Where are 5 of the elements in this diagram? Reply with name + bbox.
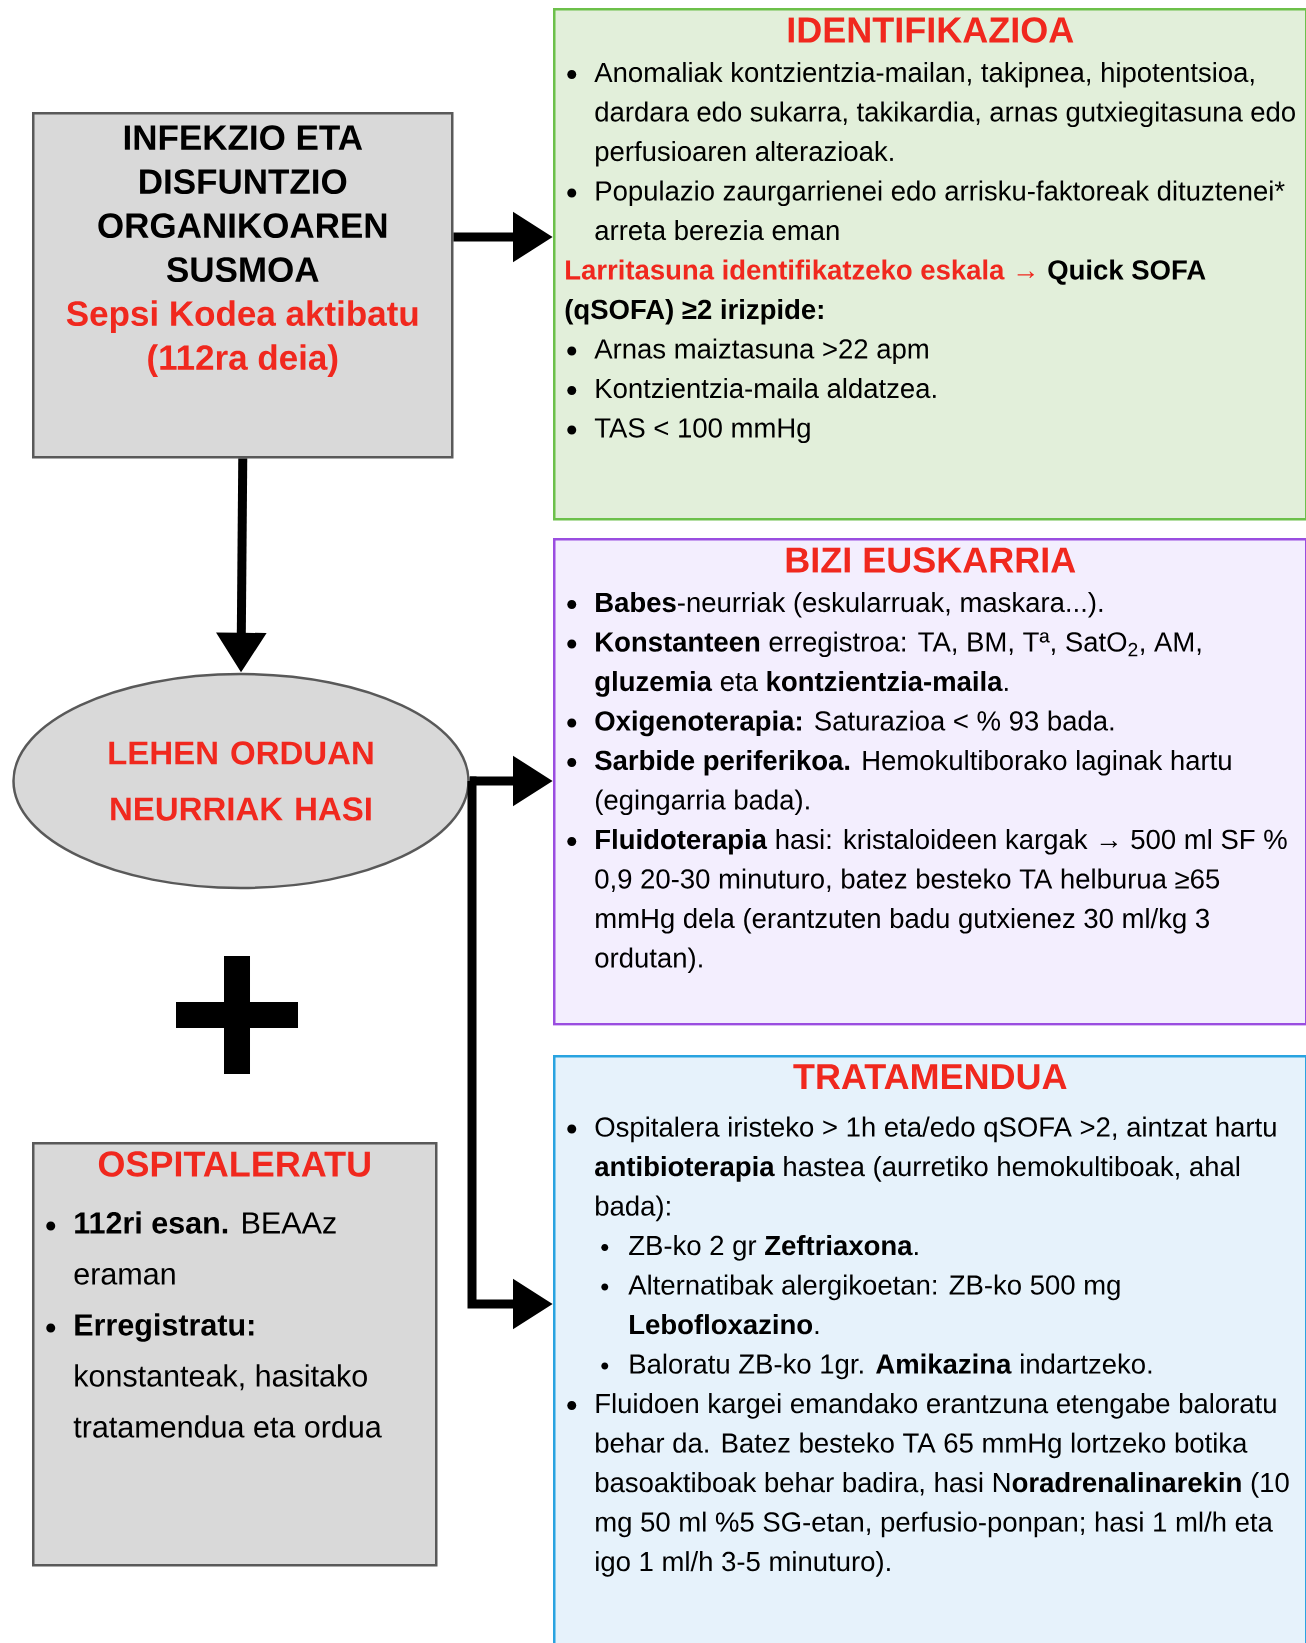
text-box: IDENTIFIKAZIOA Anomaliak kontzientzia-mailan, takipnea, hipotentsioa, dardara edo sukarra, takikardia, arnas gutxiegitasuna edo perfusioaren alterazioak. Populazio zaurgarrienei edo arrisku-faktoreak dituztenei* arreta berezia eman Larritasuna identifikatzeko eskala → Quick SOFA (qSOFA) ≥2 irizpide: Arnas maiztasuna >22 apm Kontzientzia-maila aldatzea. TAS < 100 mmHg <box>553 8 1306 521</box>
text-box: OSPITALERATU 112ri esan. BEAAz eraman Erregistratu: konstanteak, hasitako tratamendua eta ordua <box>32 1142 438 1567</box>
text-box: BIZI EUSKARRIA Babes-neurriak (eskularruak, maskara...). Konstanteen erregistroa: TA, BM, Tª, SatO$_{2}$, AM, gluzemia eta kontzientzia-maila. Oxigenoterapia: Saturazioa < % 93 bada. Sarbide periferikoa. Hemokultiborako laginak hartu (egingarria bada). Fluidoterapia hasi: kristaloideen kargak → 500 ml SF % 0,9 20-30 minuturo, batez besteko TA helburua ≥65 mmHg dela (erantzuten badu gutxienez 30 ml/kg 3 ordutan). <box>553 538 1306 1026</box>
text-box: INFEKZIO ETA DISFUNTZIO ORGANIKOAREN SUSMOA Sepsi Kodea aktibatu (112ra deia) <box>32 112 454 459</box>
text-box: TRATAMENDUA Ospitalera iristeko > 1h eta/edo qSOFA >2, aintzat hartu antibioterapia hastea (aurretiko hemokultiboak, ahal bada): ZB-ko 2 gr Zeftriaxona. Alternatibak alergikoetan: ZB-ko 500 mg Lebofloxazino. Baloratu ZB-ko 1gr. Amikazina indartzeko. Fluidoen kargei emandako erantzuna etengabe baloratu behar da. Batez besteko TA 65 mmHg lortzeko botika basoaktiboak behar badira, hasi Noradrenalinarekin (10 mg 50 ml %5 SG-etan, perfusio-ponpan; hasi 1 ml/h eta igo 1 ml/h 3-5 minuturo). <box>553 1055 1306 1643</box>
